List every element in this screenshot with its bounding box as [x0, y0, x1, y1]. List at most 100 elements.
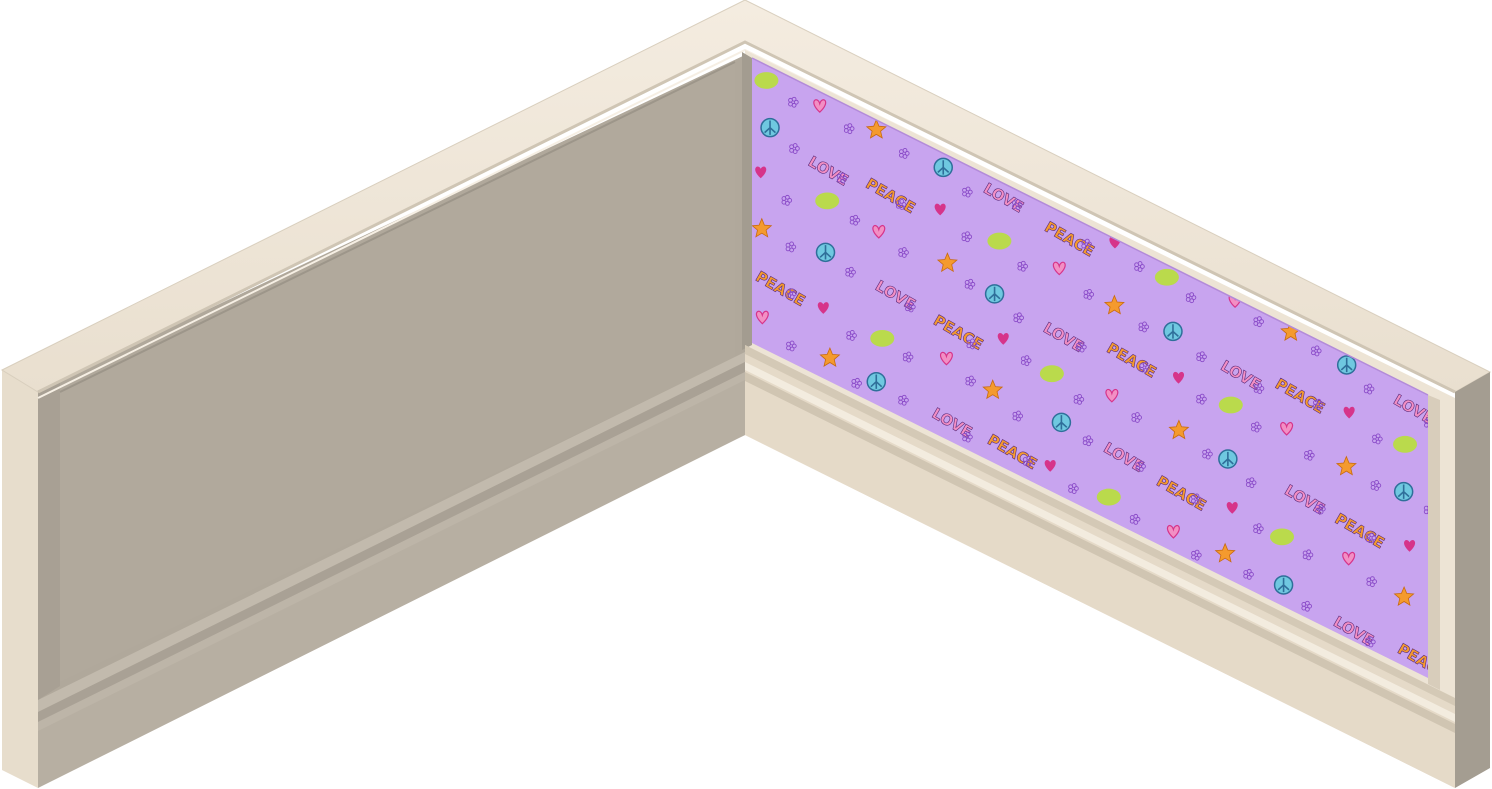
flower-motif	[1138, 321, 1150, 333]
flower-motif	[1363, 383, 1375, 395]
heart-motif	[817, 302, 829, 314]
flower-motif	[903, 58, 915, 63]
flower-motif	[1253, 383, 1265, 394]
flower-motif	[1253, 316, 1264, 328]
flower-motif	[1082, 435, 1094, 447]
flower-motif	[845, 514, 857, 526]
flower-motif	[781, 194, 793, 206]
flower-motif	[966, 338, 978, 350]
flower-motif	[1076, 341, 1087, 353]
heart-motif	[1343, 406, 1355, 419]
heart-motif	[1280, 422, 1294, 436]
flower-motif	[1302, 549, 1314, 561]
flower-motif	[904, 555, 916, 567]
left-wall[interactable]	[2, 55, 745, 788]
splat-motif	[989, 581, 1014, 598]
right-wall[interactable]: LOVEPEACELOVEPEACELOVEPEACELOVELOVEPEACE…	[740, 0, 1490, 789]
flower-motif	[1083, 289, 1095, 300]
heart-motif	[997, 333, 1009, 345]
heart-motif	[1347, 762, 1357, 772]
flower-motif	[962, 186, 973, 198]
flower-motif	[851, 377, 862, 389]
heart-motif	[934, 203, 946, 216]
star-motif	[1103, 294, 1125, 315]
heart-motif	[755, 166, 767, 179]
peace-sign-motif	[1163, 321, 1183, 342]
flower-motif	[1022, 104, 1034, 116]
flower-motif	[1081, 238, 1092, 250]
star-motif	[1335, 455, 1357, 476]
flower-motif	[849, 214, 861, 226]
star-motif	[1168, 419, 1190, 440]
flower-motif	[1012, 410, 1024, 422]
flower-motif	[1135, 460, 1146, 472]
heart-motif	[872, 225, 886, 239]
heart-motif	[1105, 388, 1119, 403]
flower-motif	[898, 394, 909, 406]
flower-motif	[1013, 312, 1024, 324]
flower-motif	[1131, 412, 1142, 423]
flower-motif	[1314, 754, 1324, 764]
heart-motif	[1404, 540, 1416, 552]
peace-sign-motif	[1393, 481, 1414, 502]
flower-motif	[1301, 600, 1312, 612]
flower-motif	[788, 96, 799, 108]
flower-motif	[1185, 292, 1197, 304]
flower-motif	[966, 581, 977, 593]
flower-motif	[1422, 314, 1428, 325]
flower-motif	[1073, 394, 1085, 405]
peace-sign-motif	[1218, 449, 1238, 469]
star-motif	[982, 379, 1004, 400]
flower-motif	[1247, 228, 1258, 240]
flower-motif	[1251, 421, 1262, 433]
heart-motif	[1166, 525, 1180, 539]
flower-motif	[1251, 730, 1261, 740]
flower-motif	[1022, 455, 1034, 467]
flower-motif	[1365, 532, 1377, 544]
flower-motif	[1024, 604, 1036, 616]
splat-motif	[987, 232, 1012, 250]
peace-sign-motif	[1336, 355, 1357, 375]
flower-motif	[964, 72, 975, 84]
flower-motif	[1423, 504, 1428, 516]
flower-motif	[1191, 549, 1202, 561]
peace-sign-motif	[1279, 225, 1300, 245]
heart-motif	[942, 559, 954, 572]
peace-sign-motif	[1273, 575, 1294, 595]
heart-motif	[1048, 608, 1062, 623]
flower-motif	[785, 0, 795, 2]
flower-motif	[1191, 493, 1202, 505]
flower-motif	[1196, 393, 1207, 405]
star-motif	[936, 252, 958, 273]
heart-motif	[1226, 502, 1238, 514]
peace-sign-motif	[763, 463, 784, 484]
flower-motif	[965, 375, 976, 387]
flower-motif	[1017, 260, 1028, 272]
peace-word-motif: PEACE	[1274, 727, 1330, 770]
star-motif	[1215, 202, 1237, 223]
flower-motif	[1365, 636, 1376, 648]
flower-motif	[905, 301, 916, 313]
flower-motif	[797, 491, 808, 503]
right-wall-end-cap	[1455, 372, 1490, 788]
flower-motif	[842, 25, 852, 35]
flower-motif	[843, 123, 855, 135]
flower-motif	[902, 351, 914, 363]
flower-motif	[1311, 345, 1322, 357]
heart-motif	[1165, 170, 1179, 185]
flower-motif	[1253, 523, 1264, 535]
splat-motif	[870, 329, 895, 347]
flower-motif	[899, 148, 910, 159]
star-motif	[865, 118, 887, 139]
left-wall-end-cap	[2, 370, 38, 788]
splat-motif	[1218, 396, 1243, 414]
flower-motif	[1134, 163, 1145, 175]
flower-motif	[1077, 135, 1088, 147]
splat-motif	[1039, 365, 1064, 383]
peace-sign-motif	[1051, 412, 1072, 433]
splat-motif	[1097, 140, 1122, 158]
splat-motif	[1154, 268, 1179, 286]
flower-motif	[961, 231, 973, 243]
peace-sign-motif	[866, 371, 887, 392]
flower-motif	[786, 340, 797, 352]
